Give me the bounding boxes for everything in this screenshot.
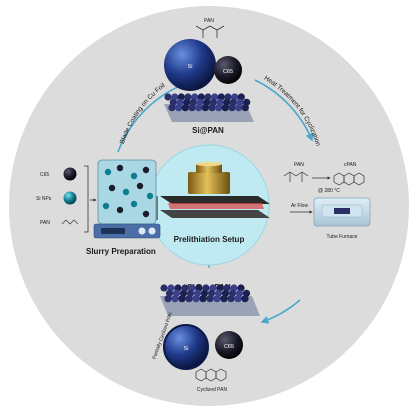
particle xyxy=(215,104,222,111)
bottom-si-label: Si xyxy=(184,346,189,352)
particle xyxy=(206,295,213,302)
particle xyxy=(213,295,220,302)
bottom-cpan-label: Cyclized PAN xyxy=(197,387,228,393)
slurry-particle xyxy=(143,211,149,217)
left-stirrer-display xyxy=(101,228,125,234)
gold-press-weight xyxy=(188,172,230,194)
left-c65-label: C65 xyxy=(40,172,49,178)
slurry-particle xyxy=(137,183,143,189)
particle xyxy=(178,295,185,302)
particle xyxy=(192,295,199,302)
particle xyxy=(242,104,249,111)
tube-furnace-sample xyxy=(334,208,350,214)
gold-press-cap xyxy=(196,162,222,166)
right-cpan-label: cPAN xyxy=(344,162,357,168)
slurry-particle xyxy=(117,207,123,213)
top-pan-label: PAN xyxy=(204,18,214,24)
slurry-particle xyxy=(103,203,109,209)
slurry-particle xyxy=(143,167,149,173)
right-furnace-label: Tube Furnace xyxy=(327,234,358,240)
left-stirrer-knob-1 xyxy=(139,228,146,235)
slurry-particle xyxy=(123,189,129,195)
slurry-particle xyxy=(131,201,137,207)
top-si-label: Si xyxy=(188,64,193,70)
right-pan-label: PAN xyxy=(294,162,304,168)
left-title: Slurry Preparation xyxy=(86,247,156,256)
upper-plate xyxy=(160,196,270,204)
slurry-particle xyxy=(131,173,137,179)
center-panel: Prelithiation Setup xyxy=(149,145,270,265)
particle xyxy=(228,104,235,111)
particle xyxy=(164,93,171,100)
particle xyxy=(175,104,182,111)
particle xyxy=(199,295,206,302)
particle xyxy=(234,295,241,302)
right-ar-label: Ar Flow xyxy=(291,203,308,209)
lithium-layer xyxy=(168,203,264,209)
particle xyxy=(160,284,167,291)
bottom-c65-label: C65 xyxy=(224,344,234,350)
particle xyxy=(188,104,195,111)
particle xyxy=(171,295,178,302)
lower-plate xyxy=(160,210,270,218)
right-temp-label: @ 280 °C xyxy=(318,188,340,194)
top-c65-label: C65 xyxy=(223,69,233,75)
left-stirrer-knob-2 xyxy=(149,228,156,235)
left-pan-label: PAN xyxy=(40,220,50,226)
slurry-particle xyxy=(147,193,153,199)
particle xyxy=(164,295,171,302)
slurry-particle xyxy=(117,165,123,171)
particle xyxy=(220,295,227,302)
particle xyxy=(227,295,234,302)
particle xyxy=(235,104,242,111)
particle xyxy=(222,104,229,111)
particle xyxy=(208,104,215,111)
top-title: Si@PAN xyxy=(192,126,224,135)
particle xyxy=(185,295,192,302)
particle xyxy=(168,104,175,111)
left-si-label: Si NPs xyxy=(36,196,52,202)
particle xyxy=(241,295,248,302)
left-si-sphere xyxy=(64,192,77,205)
bottom-particle-layer xyxy=(160,284,250,302)
particle xyxy=(195,104,202,111)
particle xyxy=(182,104,189,111)
center-title: Prelithiation Setup xyxy=(174,235,245,244)
top-particle-layer xyxy=(164,93,250,111)
left-c65-sphere xyxy=(64,168,77,181)
slurry-particle xyxy=(105,169,111,175)
particle xyxy=(202,104,209,111)
slurry-particle xyxy=(109,185,115,191)
